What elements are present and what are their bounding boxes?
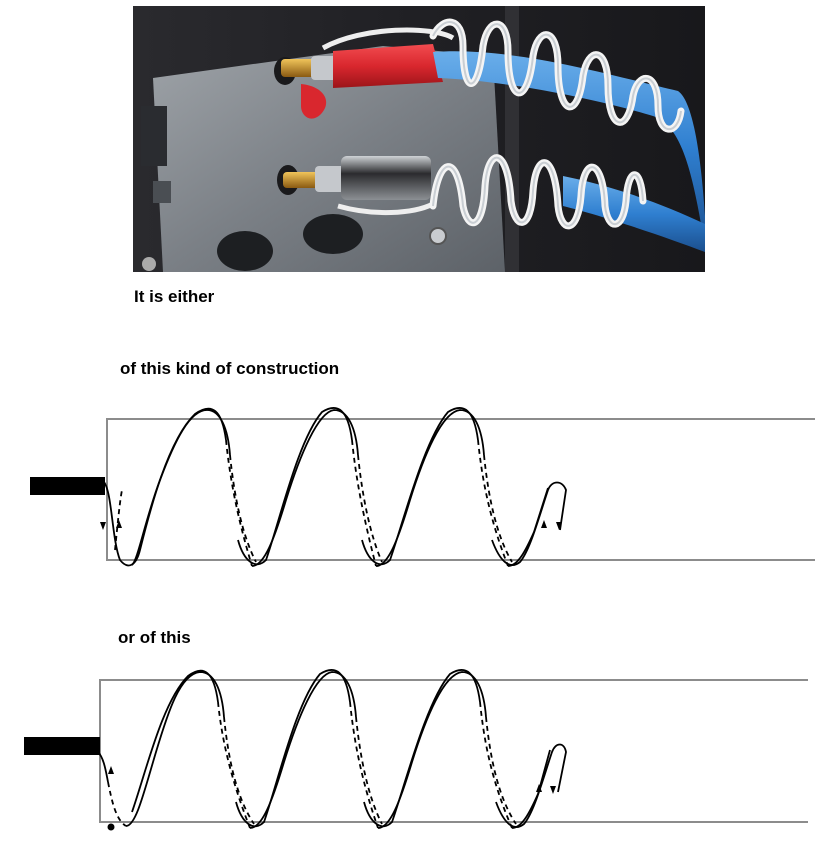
diagram-a-lead-bar [30, 477, 105, 495]
diagram-b-start-dot [107, 823, 115, 831]
diagram-b-wire-solid [97, 669, 567, 829]
photo-illustration [133, 6, 705, 272]
diagram-a-wire-solid [103, 407, 567, 567]
caption-option-a: of this kind of construction [120, 359, 340, 378]
caption-intro: It is either [134, 287, 215, 306]
coil-diagram-a [0, 400, 829, 575]
diagram-b-lead-bar [24, 737, 100, 755]
arrow-up-icon [541, 520, 547, 528]
arrow-down-icon [556, 522, 562, 530]
caption-option-b: or of this [118, 628, 191, 647]
heater-wire-photo [133, 6, 705, 272]
arrow-up-icon [108, 766, 114, 774]
diagram-a-frame [106, 418, 815, 561]
diagram-b-wire-dashed [107, 701, 517, 829]
arrow-up-icon [536, 784, 542, 792]
coil-diagram-b [0, 662, 829, 837]
arrow-up-icon [116, 520, 122, 528]
arrow-down-icon [550, 786, 556, 794]
diagram-b-frame [99, 679, 808, 823]
arrow-down-icon [100, 522, 106, 530]
diagram-b-arrows [108, 766, 556, 794]
diagram-a-arrows [100, 520, 562, 530]
diagram-a-wire-dashed [114, 439, 513, 567]
